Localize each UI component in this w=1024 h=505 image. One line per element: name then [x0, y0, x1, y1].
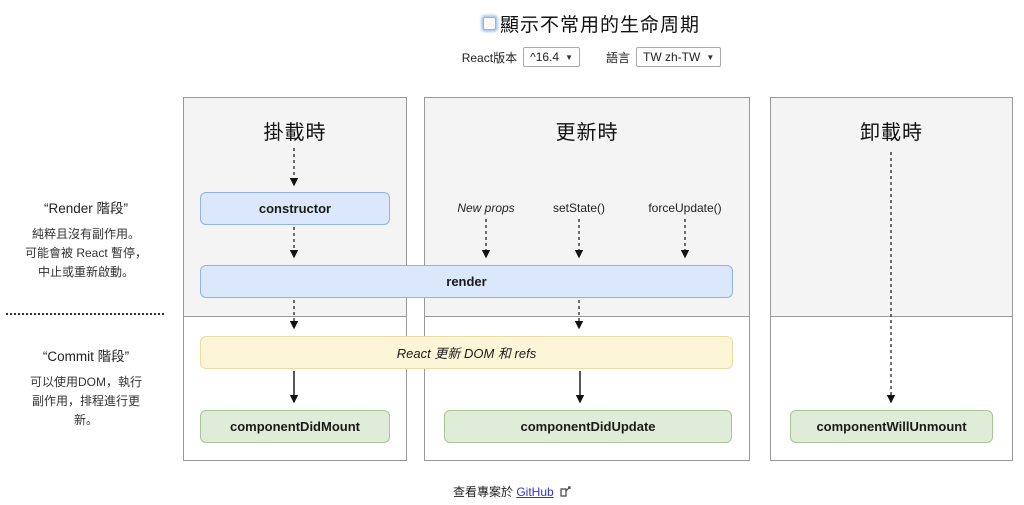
- panel-mounting-header: 掛載時: [263, 122, 327, 144]
- commit-phase-note: “Commit 階段” 可以使用DOM，執行 副作用，排程進行更 新。: [0, 345, 172, 430]
- panel-unmounting-header: 卸載時: [860, 122, 923, 144]
- trigger-forceupdate: forceUpdate(): [648, 201, 722, 215]
- render-phase-description: 純粹且沒有副作用。 可能會被 React 暫停， 中止或重新啟動。: [24, 227, 148, 279]
- page-title: 顯示不常用的生命周期: [499, 15, 700, 36]
- panel-updating-header: 更新時: [555, 122, 619, 144]
- commit-phase-description: 可以使用DOM，執行 副作用，排程進行更 新。: [30, 375, 142, 427]
- commit-phase-title: “Commit 階段”: [42, 349, 130, 364]
- react-version-value: ^16.4: [530, 50, 560, 64]
- controls-row: React版本 ^16.4 ▼ 語言 TW zh-TW ▼: [170, 47, 1013, 67]
- component-did-mount-box[interactable]: componentDidMount: [200, 410, 390, 443]
- react-version-select[interactable]: ^16.4 ▼: [523, 47, 580, 67]
- external-link-icon: [560, 486, 571, 497]
- github-link[interactable]: GitHub: [516, 485, 554, 499]
- render-phase-note: “Render 階段” 純粹且沒有副作用。 可能會被 React 暫停， 中止或…: [0, 197, 172, 282]
- phase-divider: [6, 313, 164, 315]
- react-updates-dom-box: React 更新 DOM 和 refs: [200, 336, 733, 369]
- react-version-label: React版本: [461, 50, 518, 65]
- panel-unmounting: 卸載時: [770, 97, 1013, 461]
- constructor-box[interactable]: constructor: [200, 192, 390, 225]
- language-value: TW zh-TW: [643, 50, 701, 64]
- render-phase-title: “Render 階段”: [43, 201, 129, 216]
- show-less-common-checkbox[interactable]: [482, 17, 496, 30]
- language-select[interactable]: TW zh-TW ▼: [636, 47, 722, 67]
- chevron-down-icon: ▼: [565, 52, 573, 62]
- chevron-down-icon: ▼: [706, 52, 715, 62]
- trigger-new-props: New props: [457, 201, 515, 215]
- trigger-setstate: setState(): [552, 201, 606, 215]
- render-box[interactable]: render: [200, 265, 733, 298]
- panel-unmounting-render-section: 卸載時: [771, 98, 1012, 317]
- component-did-update-box[interactable]: componentDidUpdate: [444, 410, 732, 443]
- title-row: 顯示不常用的生命周期: [170, 10, 1013, 37]
- footer-text: 查看專案於: [452, 485, 513, 499]
- language-label: 語言: [606, 50, 631, 65]
- component-will-unmount-box[interactable]: componentWillUnmount: [790, 410, 993, 443]
- footer: 查看專案於 GitHub: [0, 483, 1024, 500]
